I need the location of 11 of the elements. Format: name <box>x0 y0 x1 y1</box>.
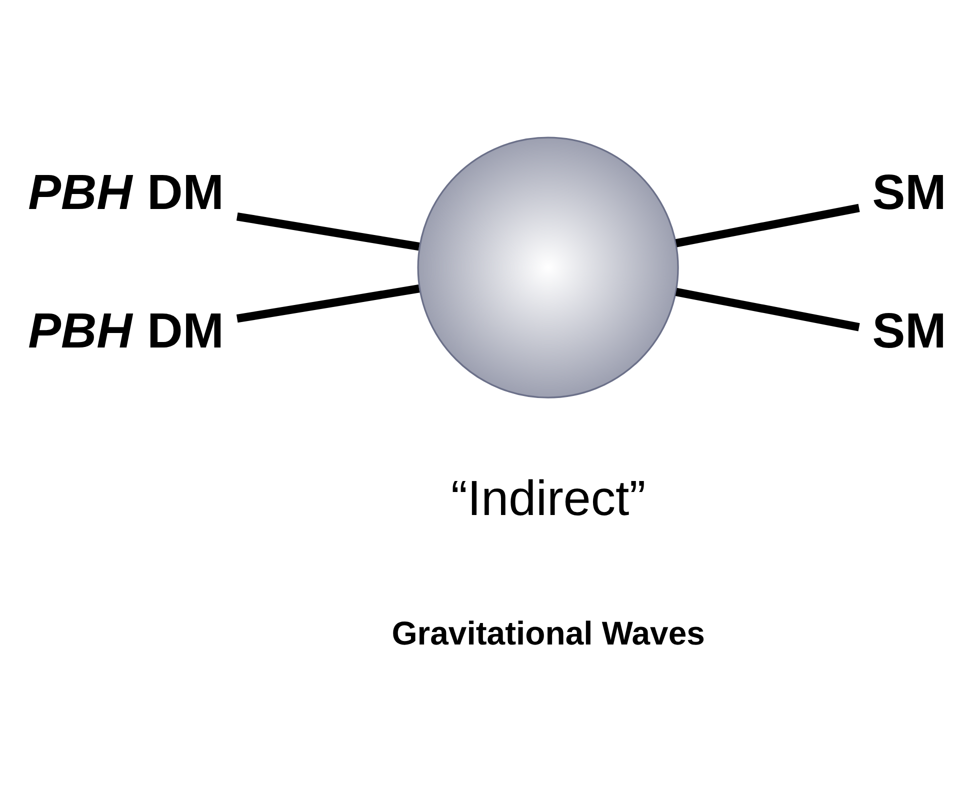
node-text: SM <box>872 303 946 358</box>
node-text: PBH DM <box>28 303 224 358</box>
connector <box>236 284 420 323</box>
node-circle <box>417 136 679 398</box>
connector <box>236 212 420 251</box>
label: “Indirect” <box>450 471 646 526</box>
node-text: SM <box>872 165 946 220</box>
label: Gravitational Waves <box>392 614 705 652</box>
connector <box>675 288 860 332</box>
connector <box>675 204 860 248</box>
node-text: PBH DM <box>28 165 224 220</box>
